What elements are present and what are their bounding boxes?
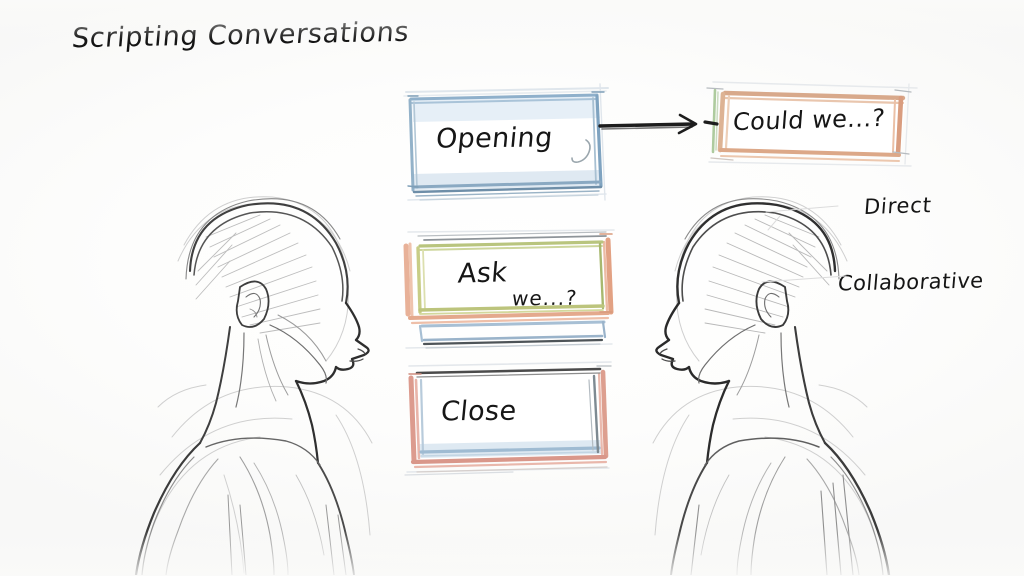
arrow-right-icon [598, 113, 698, 135]
card-callout-label: Could we...? [731, 103, 887, 137]
card-close[interactable]: Close [403, 360, 617, 478]
card-ask-sublabel: we...? [510, 285, 579, 311]
annotation-leader-lines [761, 205, 847, 283]
card-ask-frame [403, 229, 615, 349]
card-callout[interactable]: Could we...? [703, 80, 919, 170]
card-close-label: Close [439, 395, 519, 428]
card-ask-label: Ask [456, 257, 509, 290]
person-profile-left [120, 175, 420, 576]
page-title: Scripting Conversations [70, 16, 411, 55]
card-opening[interactable]: Opening [400, 82, 614, 206]
card-ask[interactable]: Ask we...? [400, 228, 618, 352]
card-opening-label: Opening [434, 122, 555, 155]
